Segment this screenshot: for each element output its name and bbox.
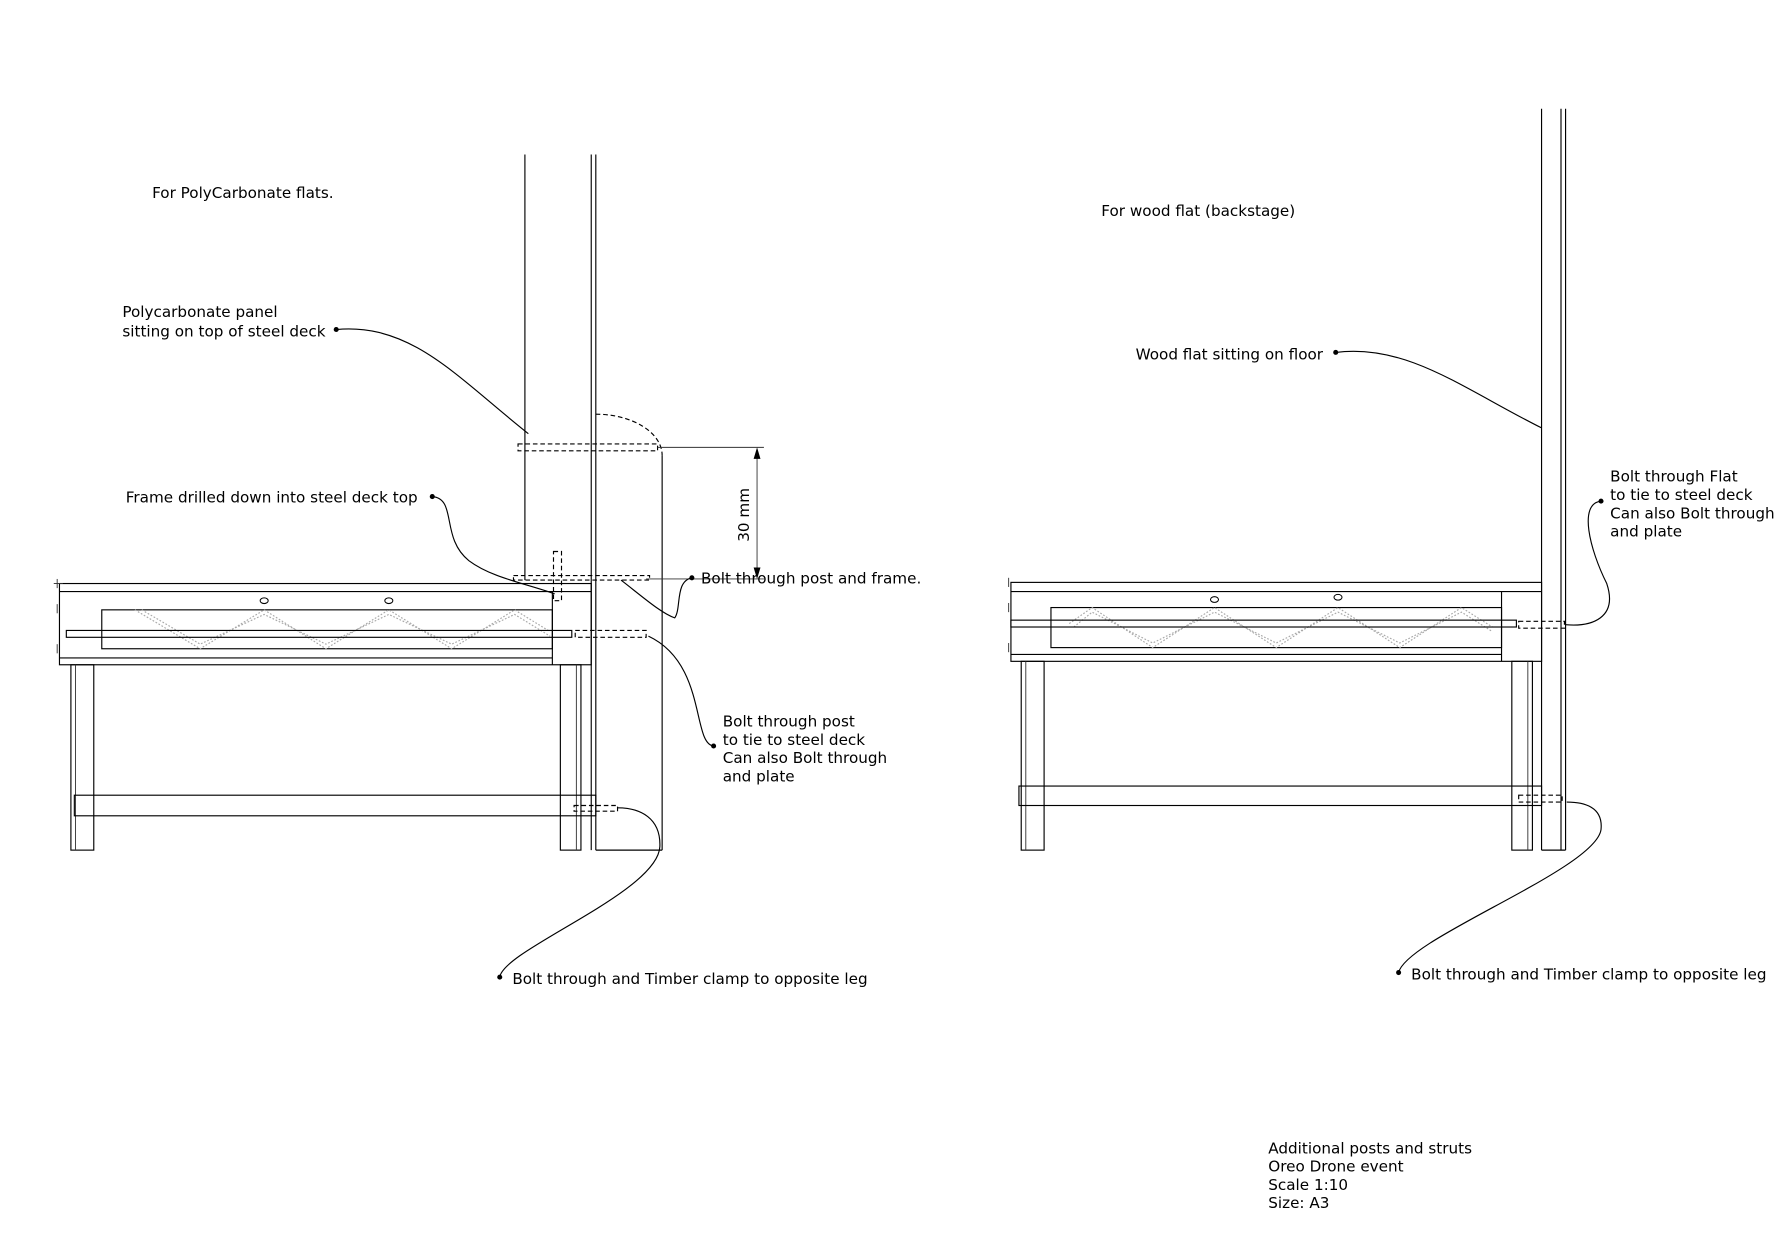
leader-dot bbox=[1598, 498, 1604, 504]
deck-truss-zigzag-inner bbox=[141, 609, 551, 645]
deck-plate bbox=[65, 629, 573, 638]
left-clamp-note: Bolt through and Timber clamp to opposit… bbox=[512, 970, 867, 988]
timber-strut bbox=[73, 794, 597, 817]
post-frame-bolt bbox=[512, 574, 651, 581]
deck-truss-zigzag-inner bbox=[1073, 611, 1493, 644]
leader-post-deck bbox=[648, 635, 714, 747]
frame-note: Frame drilled down into steel deck top bbox=[126, 488, 418, 506]
flat-deck-bolt bbox=[1518, 620, 1566, 629]
deck-outline bbox=[1010, 581, 1543, 662]
deck-bolt-hole bbox=[384, 597, 394, 605]
leader-dot bbox=[711, 743, 717, 749]
strut-clamp-bolt bbox=[1518, 794, 1563, 803]
wood-flat-detail: For wood flat (backstage) Wood flat sitt… bbox=[1008, 108, 1775, 983]
deck-leg-right bbox=[559, 664, 582, 851]
panel-note-line-2: sitting on top of steel deck bbox=[122, 322, 325, 340]
leader-flat-bolt bbox=[1565, 500, 1610, 626]
title-block-line-3: Scale 1:10 bbox=[1268, 1176, 1348, 1194]
deck-leg-left bbox=[70, 664, 95, 851]
bolt-flat-note-line-3: Can also Bolt through bbox=[1610, 504, 1774, 522]
leader-dot bbox=[497, 974, 503, 980]
deck-bolt-hole bbox=[1209, 596, 1220, 603]
deck-truss-zigzag bbox=[1068, 606, 1493, 649]
title-block-line-4: Size: A3 bbox=[1268, 1194, 1329, 1212]
dimension-arrow-bottom bbox=[753, 567, 761, 579]
bolt-flat-note-line-2: to tie to steel deck bbox=[1610, 486, 1753, 504]
leader-wood-flat bbox=[1335, 350, 1542, 429]
title-block: Additional posts and struts Oreo Drone e… bbox=[1268, 1139, 1472, 1212]
bolt-post-note-line-2: to tie to steel deck bbox=[723, 731, 866, 749]
bolt-post-note-line-3: Can also Bolt through bbox=[723, 749, 887, 767]
deck-leg-left bbox=[1020, 660, 1045, 851]
deck-plate bbox=[1010, 619, 1517, 628]
right-heading: For wood flat (backstage) bbox=[1101, 202, 1295, 220]
panel-note-line-1: Polycarbonate panel bbox=[122, 303, 277, 321]
leader-frame-drill bbox=[432, 496, 555, 595]
post-deck-bolt bbox=[574, 629, 647, 638]
leader-dot bbox=[333, 327, 339, 333]
brace-swing-arc bbox=[595, 413, 663, 456]
bolt-flat-note-line-4: and plate bbox=[1610, 523, 1682, 541]
deck-bolt-hole bbox=[1333, 593, 1343, 601]
leader-post-frame bbox=[620, 577, 693, 619]
deck-leg-right bbox=[1511, 660, 1533, 851]
title-block-line-2: Oreo Drone event bbox=[1268, 1158, 1403, 1176]
polycarbonate-detail: 30 mm bbox=[53, 154, 921, 988]
leader-dot bbox=[689, 575, 695, 581]
wood-flat-note: Wood flat sitting on floor bbox=[1136, 345, 1324, 363]
bolt-flat-note-line-1: Bolt through Flat bbox=[1610, 468, 1738, 486]
dimension-arrow-top bbox=[753, 447, 761, 459]
leader-strut-clamp bbox=[1398, 801, 1602, 973]
deck-outline bbox=[58, 582, 592, 666]
deck-truss-frame bbox=[101, 609, 553, 650]
title-block-line-1: Additional posts and struts bbox=[1268, 1139, 1472, 1157]
bolt-post-frame-note: Bolt through post and frame. bbox=[701, 570, 921, 588]
right-clamp-note: Bolt through and Timber clamp to opposit… bbox=[1411, 965, 1766, 983]
leader-dot bbox=[429, 494, 435, 500]
dimension-label: 30 mm bbox=[735, 488, 753, 542]
leader-strut-clamp bbox=[499, 807, 661, 978]
leader-panel bbox=[336, 328, 529, 435]
left-heading: For PolyCarbonate flats. bbox=[152, 184, 334, 202]
bolt-post-note-line-1: Bolt through post bbox=[723, 713, 855, 731]
steel-deck-right bbox=[1008, 577, 1543, 851]
leader-dot bbox=[1333, 349, 1339, 355]
frame-drill-bolt bbox=[552, 550, 563, 602]
steel-deck-left bbox=[53, 578, 597, 851]
timber-strut bbox=[1018, 785, 1543, 807]
panel-top-bolt bbox=[517, 443, 659, 452]
leader-dot bbox=[1396, 970, 1402, 976]
bolt-post-note-line-4: and plate bbox=[723, 767, 795, 785]
deck-bolt-hole bbox=[259, 597, 269, 605]
deck-truss-zigzag bbox=[134, 609, 551, 650]
